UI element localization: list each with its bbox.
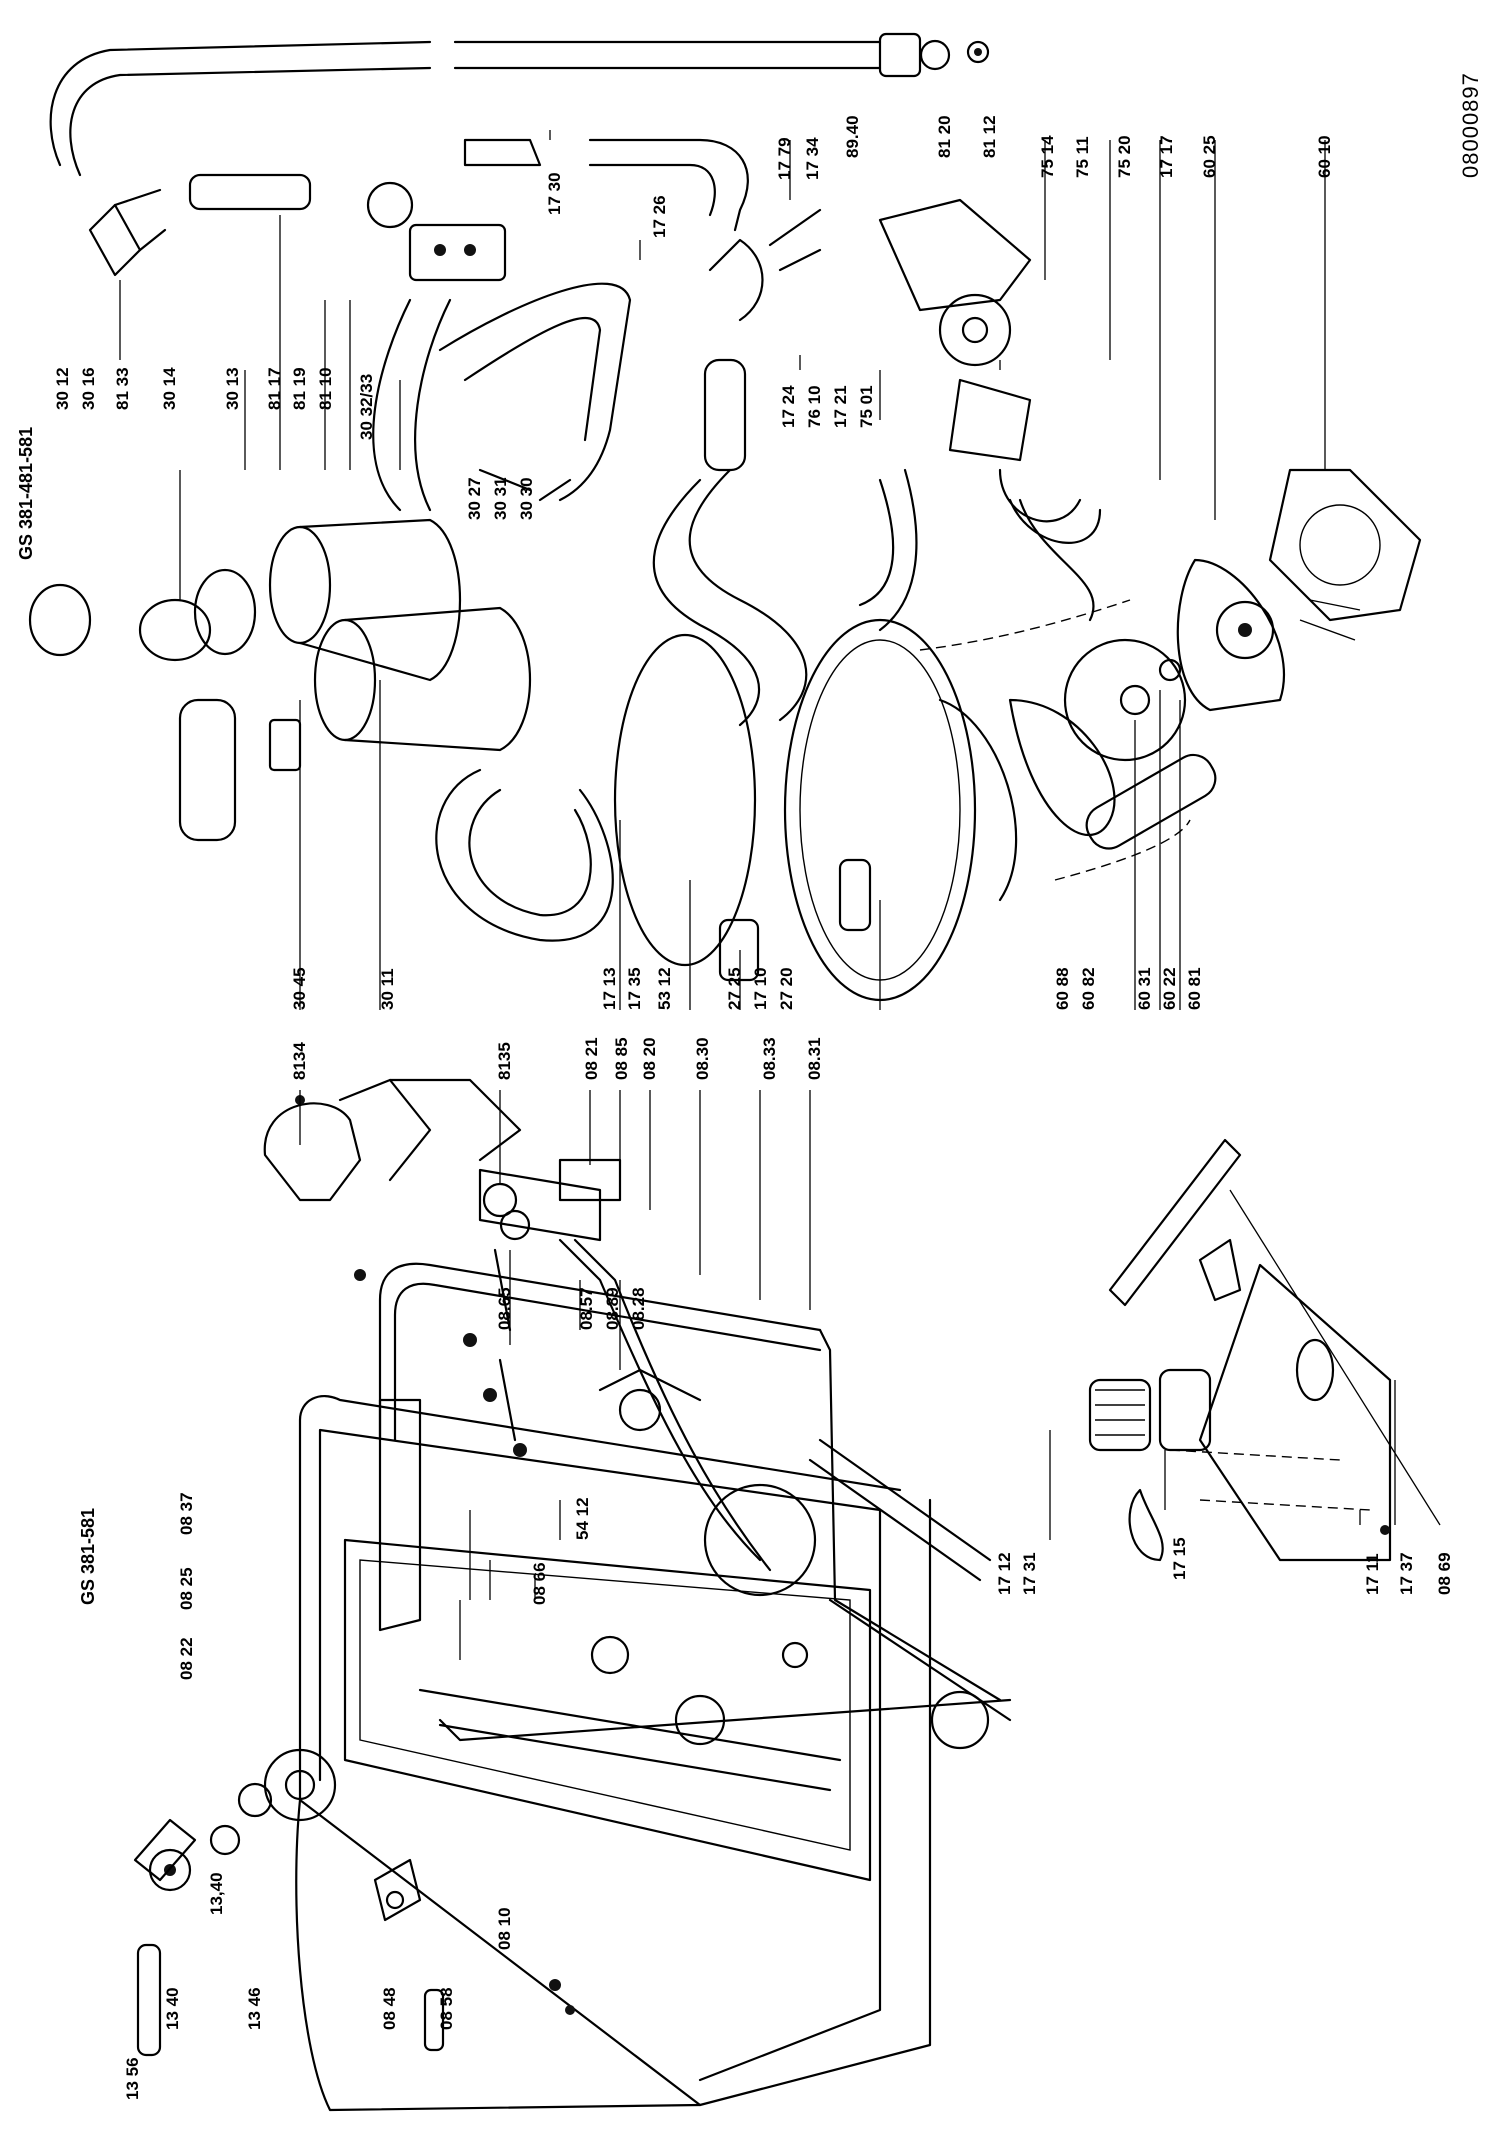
labels-right-bottom: 30 45 30 11 17 13 17 35 53 12 27 25 17 1… [290,967,1204,1010]
part-label: 08 20 [640,1037,659,1080]
model-title-right: GS 381-481-581 [16,427,36,560]
part-label: 08 21 [582,1037,601,1080]
part-label: 13,40 [207,1872,226,1915]
softener-hoses [372,282,632,512]
part-label: 81 33 [113,367,132,410]
part-label: 13 40 [163,1987,182,2030]
part-label: 08 10 [495,1907,514,1950]
part-label: 08.33 [760,1037,779,1080]
part-label: 17 15 [1170,1537,1189,1580]
spray-arm-and-filter [1008,638,1217,850]
drain-hoses [463,138,918,727]
part-label: 30 27 [465,477,484,520]
part-label: 17 12 [995,1552,1014,1595]
part-label: 75 20 [1115,135,1134,178]
part-label: 81 19 [290,367,309,410]
part-label: 8134 [290,1042,309,1080]
part-label: 08.30 [693,1037,712,1080]
part-label: 13 46 [245,1987,264,2030]
part-label: 75 11 [1073,136,1092,178]
part-label: 30 11 [378,968,397,1010]
cabinet-frame [295,1395,932,2112]
part-label: 08 58 [437,1987,456,2030]
supply-hose-assembly [49,32,990,177]
part-label: 30 16 [79,367,98,410]
part-label: 17 35 [625,967,644,1010]
part-label: 08 66 [530,1562,549,1605]
part-label: 81 12 [980,115,999,158]
part-label: 08 85 [612,1037,631,1080]
part-label: 53 12 [655,967,674,1010]
part-label: 27 25 [725,967,744,1010]
part-label: 08.28 [629,1287,648,1330]
inlet-valve-fitting [88,173,507,282]
part-label: 08 48 [380,1987,399,2030]
circulation-pump [878,198,1102,622]
pump-motor-heater [1176,468,1422,712]
part-label: 13 56 [123,2057,142,2100]
part-label: 17 30 [545,172,564,215]
labels-basket: 17 12 17 31 17 15 17 11 17 37 08 69 [995,1537,1454,1595]
part-label: 17 10 [751,967,770,1010]
labels-left-mid: 08 37 08 25 08 22 54 12 08 66 [177,1492,592,1680]
filter-and-basket [1088,1138,1392,1562]
part-label: 60 25 [1200,135,1219,178]
part-label: 60 82 [1079,967,1098,1010]
part-label: 08 25 [177,1567,196,1610]
part-label: 54 12 [573,1497,592,1540]
part-label: 30 32/33 [357,374,376,440]
part-label: 60 81 [1185,967,1204,1010]
part-label: 08.31 [805,1037,824,1080]
part-label: 75 01 [857,385,876,428]
part-label: 30 31 [491,477,510,520]
part-label: 60 88 [1053,967,1072,1010]
labels-right-mid: 30 12 30 16 81 33 30 14 30 13 81 17 81 1… [53,367,536,520]
model-title-left: GS 381-581 [78,1508,98,1605]
part-label: 08.89 [603,1287,622,1330]
part-label: 08.65 [495,1287,514,1330]
part-label: 81 10 [316,367,335,410]
door-items-left [133,1748,575,2057]
part-label: 17 37 [1397,1552,1416,1595]
part-label: 30 13 [223,367,242,410]
part-label: 60 22 [1160,967,1179,1010]
part-label: 89.40 [843,115,862,158]
leader-lines-left [299,1090,1441,1660]
part-label: 60 10 [1315,135,1334,178]
tub-base-assembly [613,599,1191,1002]
labels-left-top: 8134 8135 08 21 08 85 08 20 08.30 08.33 … [290,1037,824,1330]
part-label: 17 17 [1157,135,1176,178]
part-label: 76 10 [805,385,824,428]
part-label: 08 69 [1435,1552,1454,1595]
labels-right-top: 81 12 81 20 89.40 17 34 17 79 17 30 17 2… [545,115,1334,428]
water-softener-unit [28,468,614,942]
part-label: 17 79 [775,137,794,180]
part-label: 30 12 [53,367,72,410]
part-label: 81 20 [935,115,954,158]
part-label: 30 14 [160,367,179,410]
part-label: 60 31 [1135,967,1154,1010]
part-label: 81 17 [265,367,284,410]
part-label: 08 37 [177,1492,196,1535]
part-label: 8135 [495,1042,514,1080]
labels-left-bottom: 13 56 13 40 13,40 13 46 08 48 08 58 08 1… [123,1872,514,2100]
part-label: 17 26 [650,195,669,238]
leader-lines-right [119,130,1326,1010]
part-label: 08.57 [577,1287,596,1330]
part-label: 30 30 [517,477,536,520]
part-label: 30 45 [290,967,309,1010]
part-label: 75 14 [1038,135,1057,178]
part-label: 17 31 [1020,1552,1039,1595]
part-label: 17 34 [803,137,822,180]
document-number: 08000897 [1458,72,1483,178]
part-label: 17 13 [600,967,619,1010]
part-label: 27 20 [777,967,796,1010]
part-label: 17 11 [1363,1553,1382,1595]
inner-tub-parts [463,1168,990,1750]
top-bracket-8134 [263,1078,622,1281]
part-label: 17 21 [831,385,850,428]
part-label: 08 22 [177,1637,196,1680]
part-label: 17 24 [779,385,798,428]
